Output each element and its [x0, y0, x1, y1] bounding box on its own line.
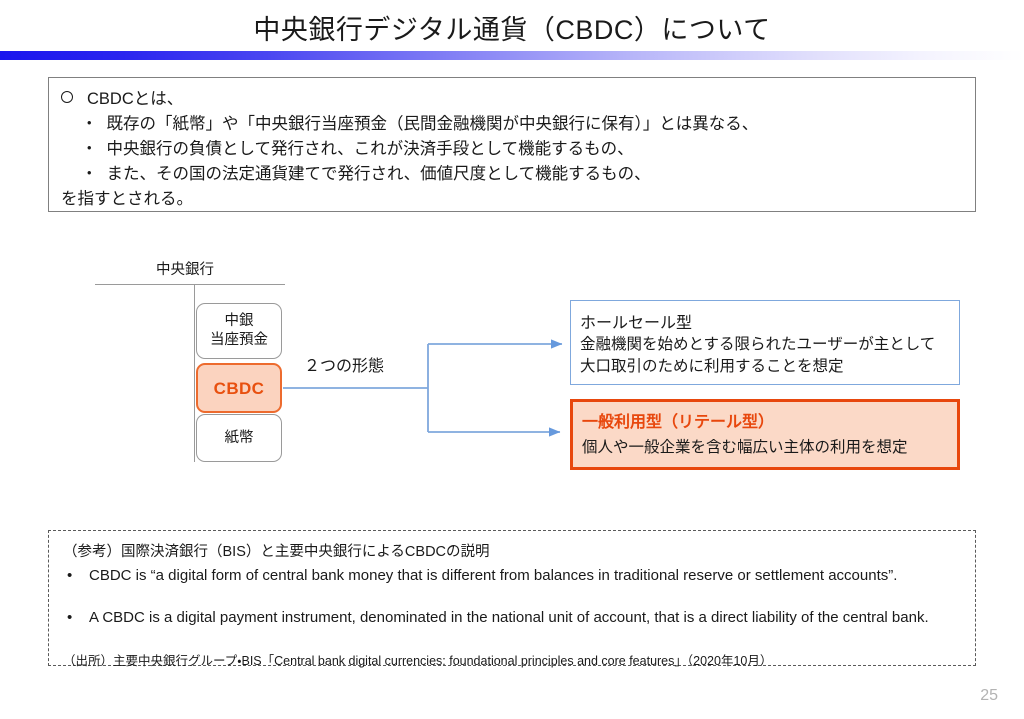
definition-bullet-2: ・中央銀行の負債として発行され、これが決済手段として機能するもの、 [81, 139, 634, 159]
balance-item-banknotes-label: 紙幣 [224, 429, 254, 446]
bullet-dot-icon: ・ [81, 115, 98, 133]
definition-closing-text: を指すとされる。 [61, 190, 193, 208]
reference-item-2: • A CBDC is a digital payment instrument… [67, 607, 961, 628]
cbdc-type-retail: 一般利用型（リテール型） 個人や一般企業を含む幅広い主体の利用を想定 [570, 399, 960, 470]
cbdc-type-wholesale-title: ホールセール型 [580, 315, 693, 332]
cbdc-type-retail-body-line1: 個人や一般企業を含む幅広い主体の利用を想定 [582, 439, 908, 456]
page-number: 25 [980, 687, 998, 704]
definition-bullet-3-text: また、その国の法定通貨建てで発行され、価値尺度として機能するもの、 [106, 165, 651, 183]
t-account-horizontal-rule [95, 284, 285, 285]
cbdc-type-retail-title: 一般利用型（リテール型） [582, 414, 775, 431]
reference-box: （参考）国際決済銀行（BIS）と主要中央銀行によるCBDCの説明 • CBDC … [48, 530, 976, 668]
reference-item-1-text: CBDC is “a digital form of central bank … [89, 567, 898, 584]
definition-bullet-1-text: 既存の「紙幣」や「中央銀行当座預金（民間金融機関が中央銀行に保有）」とは異なる、 [106, 115, 759, 133]
cbdc-type-wholesale-body-line1: 金融機関を始めとする限られたユーザーが主として [580, 336, 936, 353]
definition-lead-line: CBDCとは、 [61, 89, 183, 109]
reference-heading: （参考）国際決済銀行（BIS）と主要中央銀行によるCBDCの説明 [63, 544, 490, 560]
reference-source: （出所）主要中央銀行グループ・BIS「Central bank digital … [63, 654, 773, 668]
t-account-vertical-rule [194, 284, 195, 462]
balance-item-banknotes: 紙幣 [196, 414, 282, 462]
bullet-dot-icon: ・ [81, 165, 98, 183]
title-gradient-rule [0, 51, 1024, 60]
balance-item-reserve-line1: 中銀 [224, 313, 254, 329]
cbdc-type-wholesale-body: 金融機関を始めとする限られたユーザーが主として 大口取引のために利用することを想… [580, 334, 953, 378]
connector-label: ２つの形態 [304, 358, 385, 375]
t-account-label: 中央銀行 [156, 262, 214, 278]
balance-item-cbdc: CBDC [196, 363, 282, 413]
bullet-dot-icon: ・ [81, 140, 98, 158]
balance-item-reserve-line2: 当座預金 [210, 332, 268, 348]
cbdc-type-wholesale: ホールセール型 金融機関を始めとする限られたユーザーが主として 大口取引のために… [570, 300, 960, 385]
definition-bullet-3: ・また、その国の法定通貨建てで発行され、価値尺度として機能するもの、 [81, 164, 651, 184]
balance-item-reserve-deposits: 中銀 当座預金 [196, 303, 282, 359]
definition-lead-text: CBDCとは、 [87, 90, 184, 108]
balance-item-cbdc-label: CBDC [213, 378, 265, 398]
definition-bullet-1: ・既存の「紙幣」や「中央銀行当座預金（民間金融機関が中央銀行に保有）」とは異なる… [81, 114, 758, 134]
reference-item-2-text: A CBDC is a digital payment instrument, … [89, 609, 929, 626]
definition-bullet-2-text: 中央銀行の負債として発行され、これが決済手段として機能するもの、 [106, 140, 634, 158]
bullet-dot-icon: • [67, 609, 73, 626]
reference-item-1: • CBDC is “a digital form of central ban… [67, 565, 961, 586]
cbdc-type-wholesale-body-line2: 大口取引のために利用することを想定 [580, 358, 844, 375]
bullet-dot-icon: • [67, 567, 73, 584]
cbdc-type-retail-body: 個人や一般企業を含む幅広い主体の利用を想定 [582, 437, 951, 459]
page-title: 中央銀行デジタル通貨（CBDC）について [253, 15, 771, 45]
definition-box: CBDCとは、 ・既存の「紙幣」や「中央銀行当座預金（民間金融機関が中央銀行に保… [48, 77, 976, 212]
circle-marker-icon [61, 91, 73, 103]
